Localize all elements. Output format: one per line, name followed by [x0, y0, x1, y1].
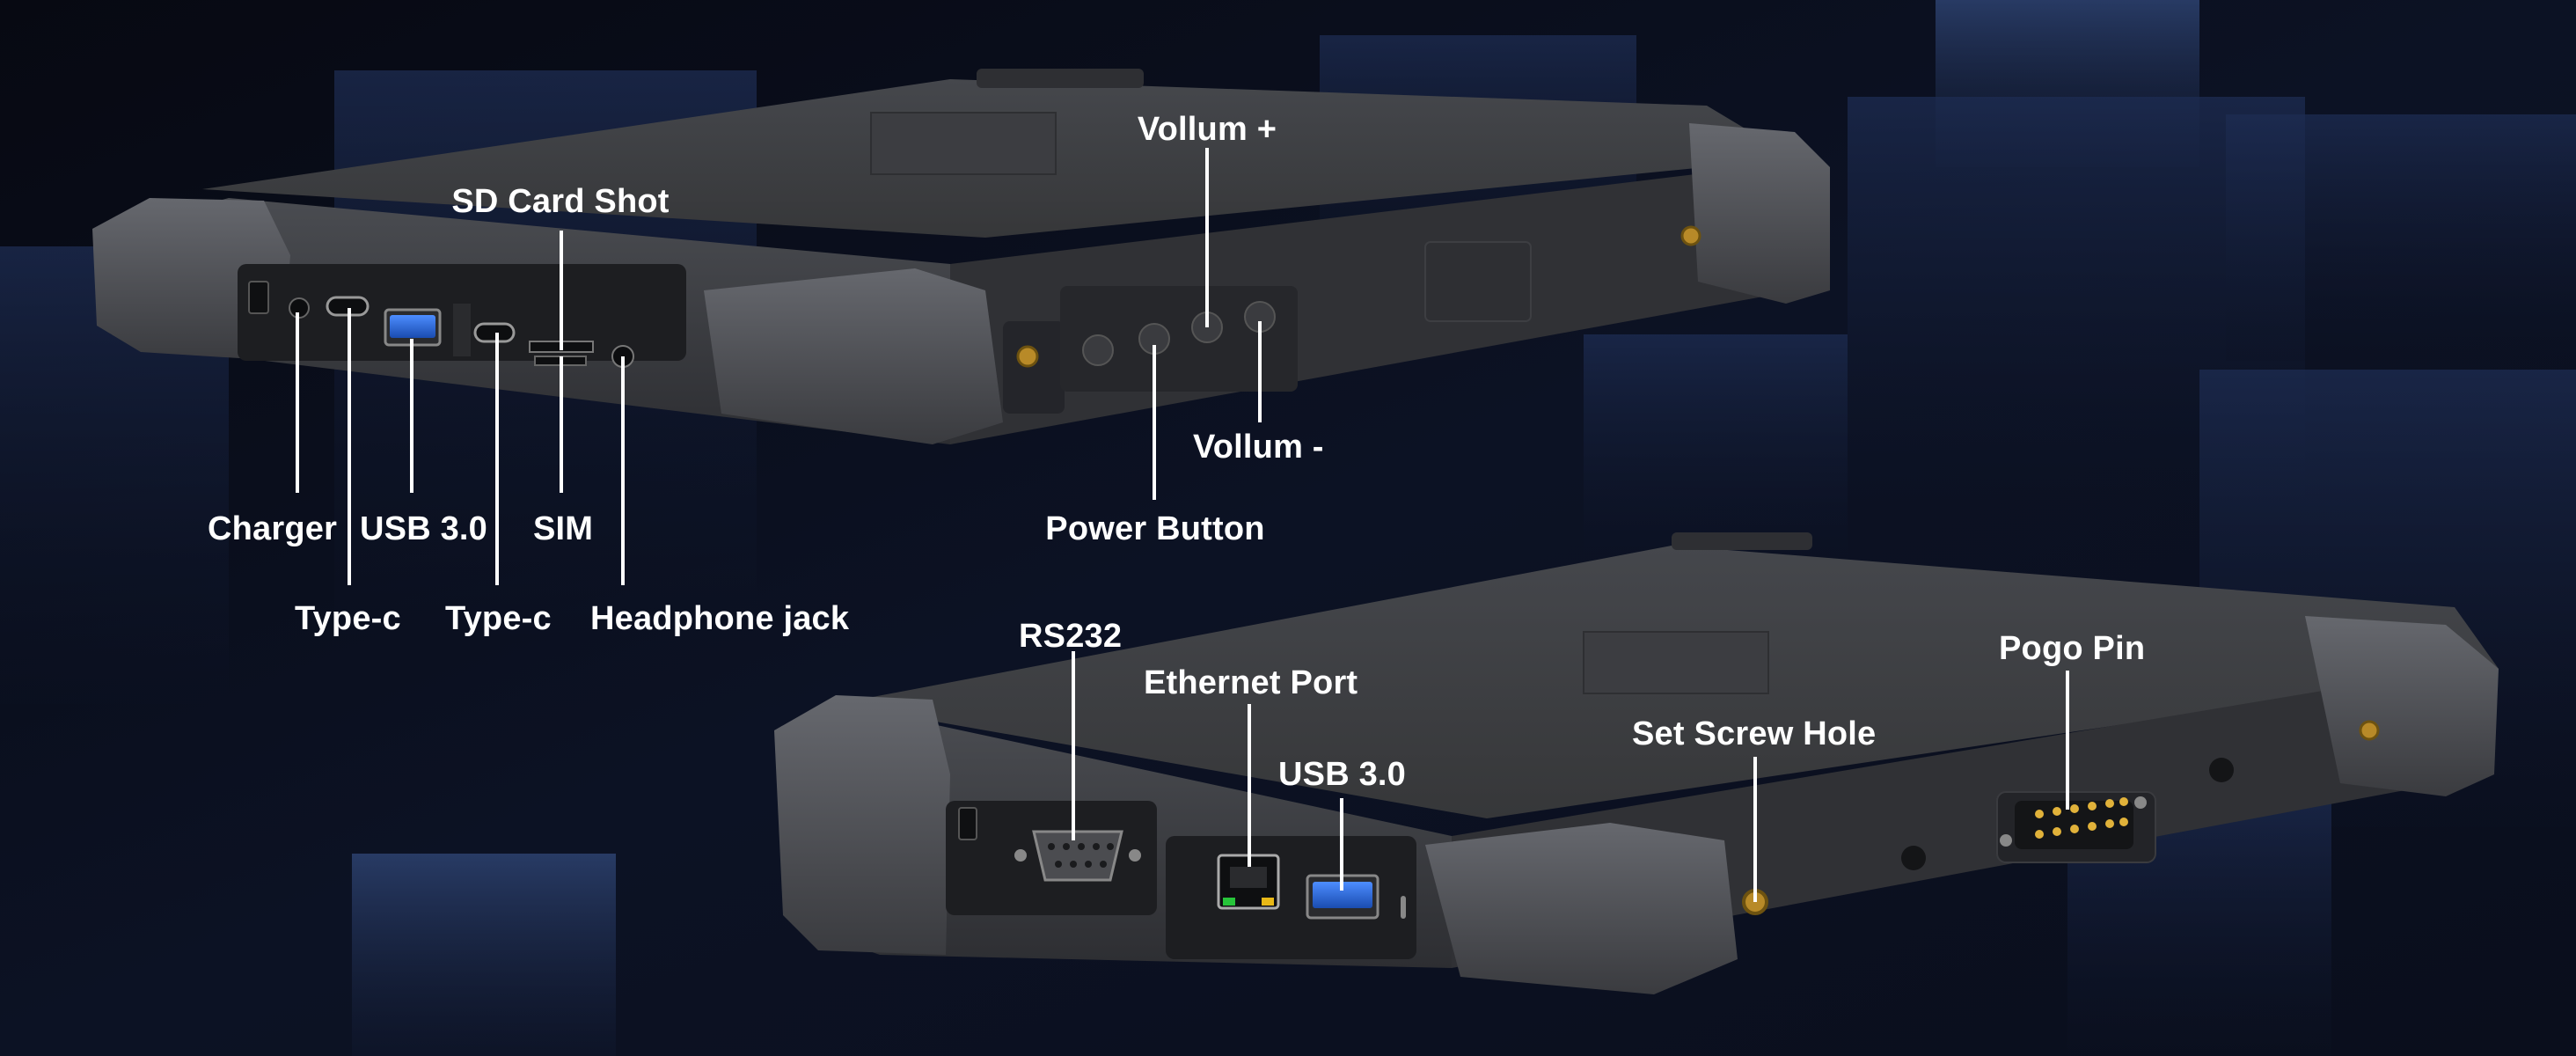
- rs232-port: [1014, 830, 1141, 882]
- charger-port: [248, 281, 310, 319]
- label-sim: SIM: [533, 510, 594, 547]
- label-headphone-jack: Headphone jack: [590, 600, 850, 637]
- pogo-pin-connector: [2000, 796, 2147, 849]
- label-pogo-pin: Pogo Pin: [1999, 630, 2146, 667]
- label-type-c-right: Type-c: [445, 600, 552, 637]
- label-sd-card-shot: SD Card Shot: [451, 183, 670, 220]
- label-charger: Charger: [208, 510, 338, 547]
- label-usb30-bottom: USB 3.0: [1278, 756, 1407, 793]
- label-vollum-plus: Vollum +: [1137, 111, 1277, 148]
- tablet-top: [92, 69, 1830, 444]
- callout-lines: [296, 148, 2069, 902]
- tablet-bottom: [774, 532, 2499, 994]
- usb30-port-top: [384, 308, 442, 347]
- label-set-screw-hole: Set Screw Hole: [1632, 715, 1877, 752]
- label-rs232: RS232: [1019, 618, 1123, 655]
- label-usb30-top: USB 3.0: [360, 510, 488, 547]
- label-type-c-left: Type-c: [295, 600, 401, 637]
- type-c-port-right: [473, 322, 516, 343]
- usb30-port-bottom: [1306, 874, 1379, 920]
- label-vollum-minus: Vollum -: [1193, 429, 1324, 466]
- label-power-button: Power Button: [1045, 510, 1265, 547]
- label-ethernet-port: Ethernet Port: [1144, 664, 1358, 701]
